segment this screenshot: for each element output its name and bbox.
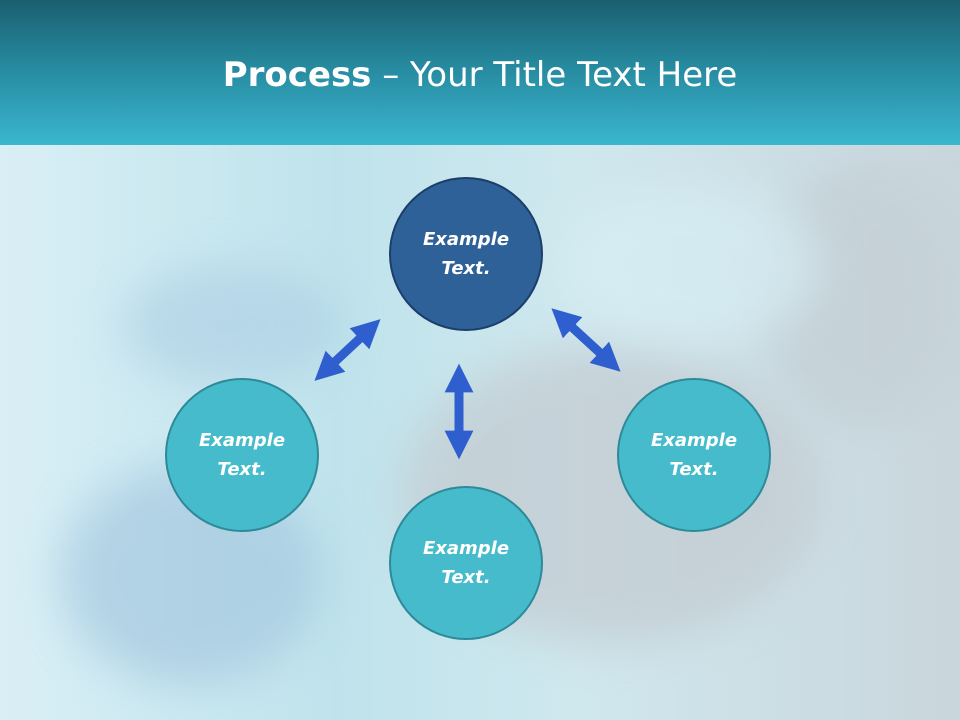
slide-title: Process – Your Title Text Here [0, 50, 960, 100]
title-rest: – Your Title Text Here [371, 55, 738, 95]
node-right-text: Example Text. [650, 430, 738, 480]
node-bottom-text: Example Text. [422, 538, 510, 588]
node-left-text: Example Text. [198, 430, 286, 480]
process-node-left: Example Text. [165, 378, 319, 532]
process-node-right: Example Text. [617, 378, 771, 532]
process-node-top: Example Text. [389, 177, 543, 331]
process-node-bottom: Example Text. [389, 486, 543, 640]
arrow-top-right [551, 308, 621, 372]
title-bold: Process [222, 55, 372, 95]
title-banner: Process – Your Title Text Here [0, 0, 960, 145]
arrow-top-left [314, 319, 381, 381]
node-top-text: Example Text. [422, 229, 510, 279]
